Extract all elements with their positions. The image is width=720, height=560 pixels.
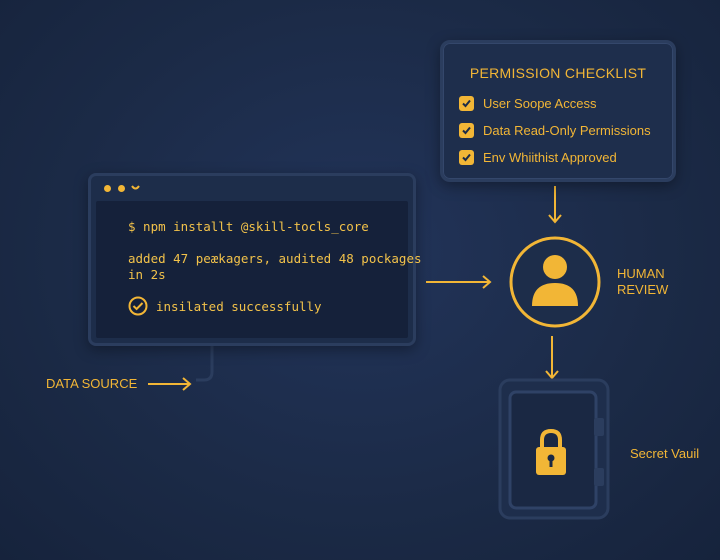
human-review-label-line: REVIEW [617,282,669,297]
data-source-link [196,346,214,382]
window-dot-icon[interactable] [118,185,125,192]
arrow-checklist-to-human [548,186,562,224]
terminal-title-bar [91,176,413,200]
terminal-command: $ npm installt @skill-tocls_core [128,219,369,234]
secret-vault-node [498,378,610,520]
permission-checklist-card: PERMISSION CHECKLIST User Soope Access D… [440,40,676,182]
checklist-item-user-scope[interactable]: User Soope Access [459,94,596,112]
terminal-output-line: added 47 peækagers, audited 48 pockages [128,251,422,266]
lock-icon [536,428,566,475]
checkbox-checked-icon[interactable] [459,149,474,165]
checklist-title: PERMISSION CHECKLIST [469,65,647,81]
window-dot-icon[interactable] [104,185,111,192]
data-source-label: DATA SOURCE [46,376,138,391]
checkbox-checked-icon[interactable] [459,95,474,111]
human-review-node [509,236,601,328]
check-circle-icon [128,296,148,316]
checklist-item-label: Env Whiithist Approved [483,149,617,165]
arrow-human-to-vault [545,336,559,380]
terminal-window [88,173,416,346]
checklist-item-label: User Soope Access [483,95,597,111]
checkbox-checked-icon[interactable] [459,122,474,138]
terminal-status: insilated successfully [156,299,322,314]
terminal-body[interactable] [96,201,408,338]
arrow-data-source [148,377,192,391]
arrow-terminal-to-human [426,275,492,289]
window-minimize-icon[interactable] [131,184,140,192]
secret-vault-label: Secret Vauil [630,446,700,461]
human-review-label: HUMAN REVIEW [617,266,668,298]
human-review-label-line: HUMAN [617,266,665,281]
terminal-output-line: in 2s [128,267,166,282]
checklist-item-label: Data Read-Only Permissions [483,122,651,138]
checklist-item-env-whitelist[interactable]: Env Whiithist Approved [459,148,617,166]
checklist-item-data-read-only[interactable]: Data Read-Only Permissions [459,121,651,139]
user-icon [532,255,578,306]
